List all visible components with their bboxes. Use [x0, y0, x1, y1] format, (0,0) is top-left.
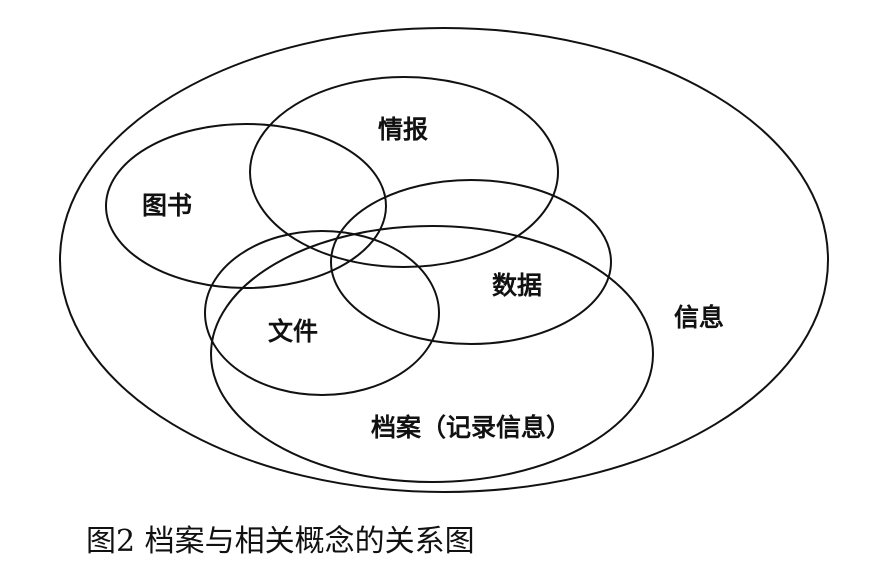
figure-caption: 图2 档案与相关概念的关系图 [86, 524, 475, 559]
intelligence-ellipse [249, 76, 559, 268]
intelligence-label: 情报 [378, 115, 428, 144]
info-label: 信息 [674, 303, 724, 332]
info-ellipse [59, 27, 829, 493]
data-ellipse [330, 179, 612, 345]
documents-label: 文件 [268, 317, 318, 346]
data-label: 数据 [492, 271, 542, 300]
archives-ellipse [210, 225, 654, 483]
books-ellipse [105, 123, 387, 289]
books-label: 图书 [142, 191, 192, 220]
documents-ellipse [204, 230, 440, 396]
archives-label: 档案（记录信息） [371, 413, 571, 442]
